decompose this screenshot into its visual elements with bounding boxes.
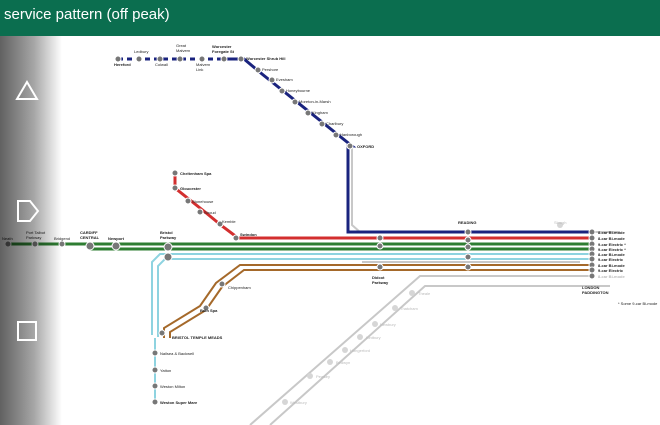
label-charlbury: Charlbury xyxy=(326,121,343,126)
label-bridgend: Bridgend xyxy=(54,236,70,241)
label-stonehouse: Stonehouse xyxy=(192,199,214,204)
label-gloucester: Gloucester xyxy=(180,186,201,191)
label-bedwyn: Bedwyn xyxy=(336,360,350,365)
label-yatton: Yatton xyxy=(160,368,171,373)
label-pershore: Pershore xyxy=(262,67,279,72)
overlay-shade xyxy=(0,36,62,425)
label-bristol-tm: BRISTOL TEMPLE MEADS xyxy=(172,335,223,340)
square-stop-icon xyxy=(17,321,37,341)
service-label: 9-car Electric * xyxy=(598,247,626,252)
south-wales-line xyxy=(8,242,592,251)
service-label: 9-car Electric xyxy=(598,268,624,273)
grey-routes xyxy=(249,146,620,425)
oxford-worcester-line xyxy=(118,57,592,234)
label-hereford: Hereford xyxy=(114,62,131,67)
service-label: 9-car Electric xyxy=(598,257,624,262)
label-colwall: Colwall xyxy=(155,62,168,67)
label-evesham: Evesham xyxy=(276,77,293,82)
label-hanborough: Hanborough xyxy=(340,132,362,137)
label-westbury: Westbury xyxy=(290,400,307,405)
label-bath: Bath Spa xyxy=(200,308,218,313)
label-weston-super-mare: Weston Super Mare xyxy=(160,400,198,405)
bath-chippenham-line xyxy=(163,264,592,338)
label-newbury: Newbury xyxy=(380,322,396,327)
label-oxford: OXFORD xyxy=(357,144,374,149)
label-theale: Theale xyxy=(418,291,431,296)
label-weston-milton: Weston Milton xyxy=(160,384,185,389)
label-swindon: Swindon xyxy=(240,232,257,237)
service-label: 8-car Bi-mode xyxy=(598,263,625,268)
service-labels: 8-car Bi-mode 8-car Bi-mode 9-car Electr… xyxy=(598,230,626,279)
bristol-parkway-line xyxy=(151,253,592,337)
label-honeybourne: Honeybourne xyxy=(286,88,311,93)
label-cheltenham: Cheltenham Spa xyxy=(180,171,212,176)
cheltenham-line xyxy=(173,173,592,240)
service-label: 8-car Bi-mode xyxy=(598,252,625,257)
label-reading: READING xyxy=(458,220,476,225)
service-label: 8-car Bi-mode xyxy=(598,274,625,279)
label-hungerford: Hungerford xyxy=(350,348,370,353)
header-bar: service pattern (off peak) xyxy=(0,0,660,36)
label-thatcham: Thatcham xyxy=(400,306,418,311)
label-kemble: Kemble xyxy=(222,219,236,224)
service-label: 8-car Bi-mode xyxy=(598,236,625,241)
play-right-icon xyxy=(17,200,40,222)
label-stroud: Stroud xyxy=(204,210,216,215)
label-pewsey: Pewsey xyxy=(316,374,330,379)
stop-button[interactable] xyxy=(14,318,40,344)
label-moreton: Moreton-in-Marsh xyxy=(299,99,331,104)
label-slough: Slough xyxy=(554,220,566,225)
service-label: 8-car Bi-mode xyxy=(598,230,625,235)
grey-station-markers xyxy=(282,222,563,405)
label-kingham: Kingham xyxy=(312,110,328,115)
label-worcester-shrub: Worcester Shrub Hill xyxy=(246,56,286,61)
triangle-up-icon xyxy=(15,80,39,100)
label-ledbury: Ledbury xyxy=(134,49,148,54)
label-nailsea: Nailsea & Backwell xyxy=(160,351,194,356)
label-kintbury: Kintbury xyxy=(366,335,381,340)
grey-station-labels: Theale Thatcham Newbury Kintbury Hungerf… xyxy=(290,291,431,405)
previous-slide-button[interactable] xyxy=(14,78,40,104)
label-chippenham: Chippenham xyxy=(228,285,251,290)
play-next-button[interactable] xyxy=(14,198,40,224)
label-newport: Newport xyxy=(108,236,125,241)
service-label: 9-car Electric * xyxy=(598,242,626,247)
footnote: * Some 9-car Bi-mode xyxy=(618,301,658,306)
page-title: service pattern (off peak) xyxy=(4,6,170,23)
